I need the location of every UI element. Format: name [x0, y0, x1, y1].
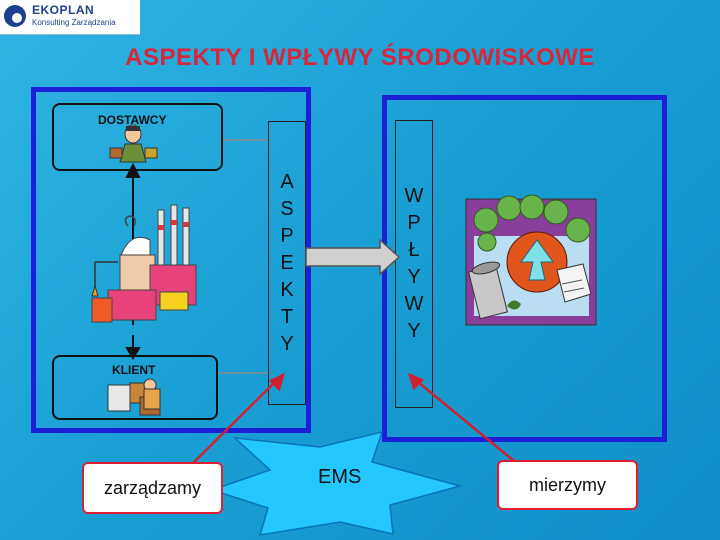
aspects-letter: S: [280, 197, 294, 220]
supplier-person-icon: [109, 124, 158, 163]
logo-subtitle: Konsulting Zarządzania: [32, 18, 116, 27]
logo-name: EKOPLAN: [32, 3, 95, 17]
client-label: KLIENT: [112, 363, 156, 377]
down-arrow-head-icon: [125, 347, 141, 360]
aspects-letter: K: [280, 278, 294, 301]
impacts-letter: W: [404, 185, 424, 207]
aspects-letter: Y: [280, 332, 294, 355]
logo-mark-icon: [4, 5, 26, 27]
aspects-letter: P: [280, 224, 294, 247]
manage-pointer-head-icon: [268, 372, 285, 392]
page-title: ASPEKTY I WPŁYWY ŚRODOWISKOWE: [125, 44, 595, 71]
manage-callout: zarządzamy: [82, 462, 223, 514]
measure-pointer-line: [417, 381, 526, 471]
impacts-letter: P: [407, 212, 421, 234]
impacts-column: W P Ł Y W Y: [395, 120, 433, 408]
suppliers-label: DOSTAWCY: [98, 113, 167, 127]
environment-recycling-icon: [465, 194, 597, 326]
factory-icon: [91, 204, 197, 323]
up-arrow-head-icon: [125, 162, 141, 178]
impacts-letter: W: [404, 293, 424, 315]
client-person-icon: [107, 378, 161, 416]
aspects-letter: E: [280, 251, 294, 274]
ems-label: EMS: [318, 466, 362, 488]
impacts-letter: Y: [407, 266, 421, 288]
aspects-letter: A: [280, 170, 294, 193]
measure-callout: mierzymy: [497, 460, 638, 510]
recycle-symbol-icon: [520, 239, 554, 281]
impacts-letter: Y: [407, 320, 421, 342]
measure-pointer-head-icon: [408, 372, 425, 391]
company-logo: EKOPLAN Konsulting Zarządzania: [0, 0, 140, 35]
aspects-to-impacts-arrow-icon: [305, 238, 401, 276]
impacts-letter: Ł: [408, 239, 420, 261]
aspects-column: A S P E K T Y: [268, 121, 306, 405]
manage-pointer-line: [185, 381, 276, 471]
suppliers-box: [52, 103, 223, 171]
aspects-letter: T: [280, 305, 294, 328]
